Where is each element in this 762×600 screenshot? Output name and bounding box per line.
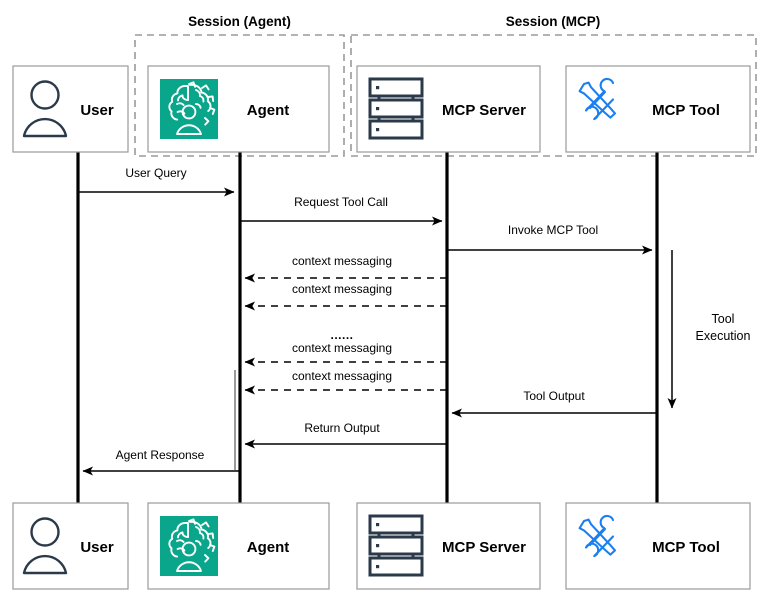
session-mcp-title: Session (MCP) <box>506 14 601 29</box>
participant-label-user-top: User <box>80 102 114 119</box>
agent-brain-icon <box>160 516 218 576</box>
message-label-context-msg-2: context messaging <box>292 282 392 296</box>
participant-user-bottom[interactable]: User <box>12 502 129 590</box>
participant-label-user-bottom: User <box>80 539 114 556</box>
message-label-context-msg-1: context messaging <box>292 254 392 268</box>
note-tool-execution-line2: Execution <box>696 329 751 343</box>
message-context-msg-4: context messaging <box>244 369 447 395</box>
session-mcp-boundary: Session (MCP) <box>350 14 757 157</box>
participant-label-mcp-server-bottom: MCP Server <box>442 539 526 556</box>
note-tool-execution: Tool Execution <box>667 250 751 409</box>
message-invoke-mcp-tool: Invoke MCP Tool <box>447 223 653 255</box>
participant-agent-bottom[interactable]: Agent <box>147 502 330 590</box>
note-tool-execution-line1: Tool <box>712 312 735 326</box>
message-label-context-msg-4: context messaging <box>292 369 392 383</box>
participant-label-mcp-server-top: MCP Server <box>442 102 526 119</box>
message-label-request-tool-call: Request Tool Call <box>294 195 388 209</box>
participant-agent-top[interactable]: Agent <box>147 65 330 153</box>
ellipsis-indicator: ...... <box>330 328 353 342</box>
participant-label-agent-bottom: Agent <box>247 539 290 556</box>
wrench-screwdriver-icon <box>578 514 617 558</box>
message-return-output: Return Output <box>244 421 447 449</box>
message-context-msg-2: context messaging <box>244 282 447 311</box>
participant-label-mcp-tool-bottom: MCP Tool <box>652 539 720 556</box>
server-rack-icon <box>368 77 424 140</box>
message-label-tool-output: Tool Output <box>523 389 585 403</box>
message-label-user-query: User Query <box>125 166 186 180</box>
agent-brain-icon <box>160 79 218 139</box>
wrench-screwdriver-icon <box>578 77 617 121</box>
message-agent-response: Agent Response <box>82 448 240 476</box>
server-rack-icon <box>368 514 424 577</box>
participant-user-top[interactable]: User <box>12 65 129 153</box>
message-label-invoke-mcp-tool: Invoke MCP Tool <box>508 223 598 237</box>
message-context-msg-1: context messaging <box>244 254 447 283</box>
participant-label-agent-top: Agent <box>247 102 290 119</box>
participant-mcp-tool-top[interactable]: MCP Tool <box>565 65 751 153</box>
message-context-msg-3: context messaging <box>244 341 447 367</box>
message-request-tool-call: Request Tool Call <box>240 195 443 226</box>
message-label-agent-response: Agent Response <box>116 448 205 462</box>
participant-mcp-server-bottom[interactable]: MCP Server <box>356 502 541 590</box>
session-agent-title: Session (Agent) <box>188 14 291 29</box>
message-user-query: User Query <box>78 166 235 197</box>
user-icon <box>22 517 68 575</box>
message-label-return-output: Return Output <box>304 421 380 435</box>
user-icon <box>22 80 68 138</box>
participant-label-mcp-tool-top: MCP Tool <box>652 102 720 119</box>
message-tool-output: Tool Output <box>451 389 657 418</box>
participant-mcp-server-top[interactable]: MCP Server <box>356 65 541 153</box>
message-label-context-msg-3: context messaging <box>292 341 392 355</box>
participant-mcp-tool-bottom[interactable]: MCP Tool <box>565 502 751 590</box>
